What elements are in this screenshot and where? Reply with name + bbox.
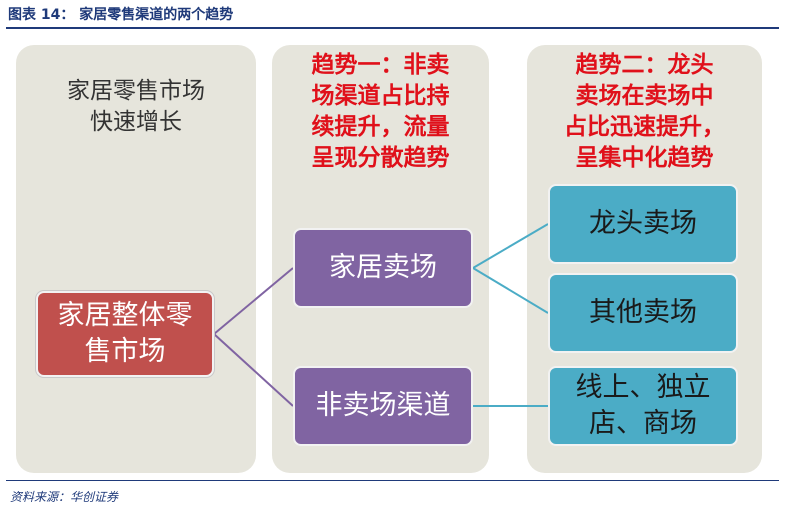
node-non-mall-channel-label: 非卖场渠道 <box>315 390 451 421</box>
node-home-retail-market: 家居整体零 售市场 <box>36 291 214 377</box>
node-home-retail-market-label: 家居整体零 售市场 <box>57 300 193 367</box>
node-non-mall-channel: 非卖场渠道 <box>293 366 473 446</box>
trend-two-heading: 趋势二：龙头 卖场在卖场中 占比迅速提升， 呈集中化趋势 <box>564 51 725 171</box>
link-root-to-nonmall <box>213 333 294 407</box>
source-rule <box>6 480 779 481</box>
node-leading-mall-label: 龙头卖场 <box>589 208 697 239</box>
link-mall-to-other <box>472 267 549 314</box>
link-root-to-mall <box>213 267 294 335</box>
node-online-store-label: 线上、独立 店、商场 <box>575 372 711 439</box>
node-other-mall: 其他卖场 <box>548 273 738 353</box>
link-mall-to-leading <box>472 223 549 269</box>
node-online-store: 线上、独立 店、商场 <box>548 366 738 446</box>
node-other-mall-label: 其他卖场 <box>589 297 697 328</box>
node-home-mall-label: 家居卖场 <box>329 252 437 283</box>
source-note: 资料来源：华创证券 <box>10 490 119 504</box>
trend-one-heading: 趋势一：非卖 场渠道占比持 续提升，流量 呈现分散趋势 <box>311 51 450 171</box>
market-heading: 家居零售市场 快速增长 <box>67 78 205 135</box>
title-rule <box>6 27 779 29</box>
figure-title: 图表 14： 家居零售渠道的两个趋势 <box>8 7 234 23</box>
node-leading-mall: 龙头卖场 <box>548 184 738 264</box>
column-market <box>16 45 256 473</box>
node-home-mall: 家居卖场 <box>293 228 473 308</box>
